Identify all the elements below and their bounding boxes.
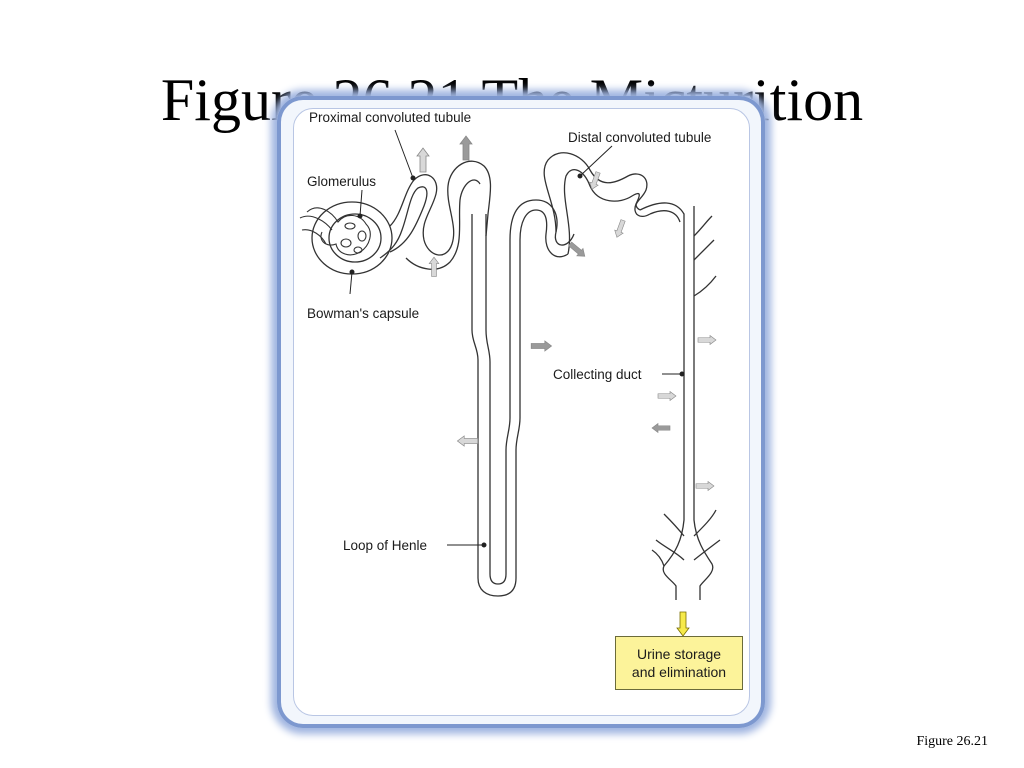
figure-caption: Figure 26.21	[916, 734, 988, 749]
arrow-duct-right-3	[695, 481, 715, 491]
distal-tubule	[543, 152, 651, 255]
arrow-duct-right-1	[697, 335, 717, 345]
arrow-proximal-lower	[428, 256, 440, 277]
label-glomerulus: Glomerulus	[307, 174, 376, 189]
loop-of-henle	[471, 199, 575, 597]
leader-lines	[349, 129, 685, 548]
arrow-distal-side	[612, 218, 628, 240]
arrow-henle-left-light	[456, 435, 479, 447]
label-proximal-tubule: Proximal convoluted tubule	[309, 110, 471, 125]
arrow-proximal-up-light	[416, 147, 430, 173]
arrow-henle-right-dark	[530, 340, 553, 352]
glomerulus	[299, 207, 371, 256]
arrow-henle-ascending-dark	[566, 239, 589, 261]
label-bowmans-capsule: Bowman's capsule	[307, 306, 419, 321]
arrow-proximal-up-dark	[459, 135, 473, 161]
arrow-urine-down-yellow	[676, 611, 690, 637]
bowmans-capsule	[311, 201, 393, 275]
urine-storage-box: Urine storage and elimination	[615, 636, 743, 690]
label-collecting-duct: Collecting duct	[553, 367, 642, 382]
label-loop-of-henle: Loop of Henle	[343, 538, 427, 553]
proximal-tubule	[379, 160, 492, 270]
arrow-duct-left-dark	[651, 423, 671, 433]
urine-box-line2: and elimination	[631, 664, 727, 680]
collecting-duct	[639, 202, 721, 600]
label-distal-tubule: Distal convoluted tubule	[568, 130, 711, 145]
arrow-duct-right-2	[657, 391, 677, 401]
urine-box-line1: Urine storage	[636, 646, 722, 662]
